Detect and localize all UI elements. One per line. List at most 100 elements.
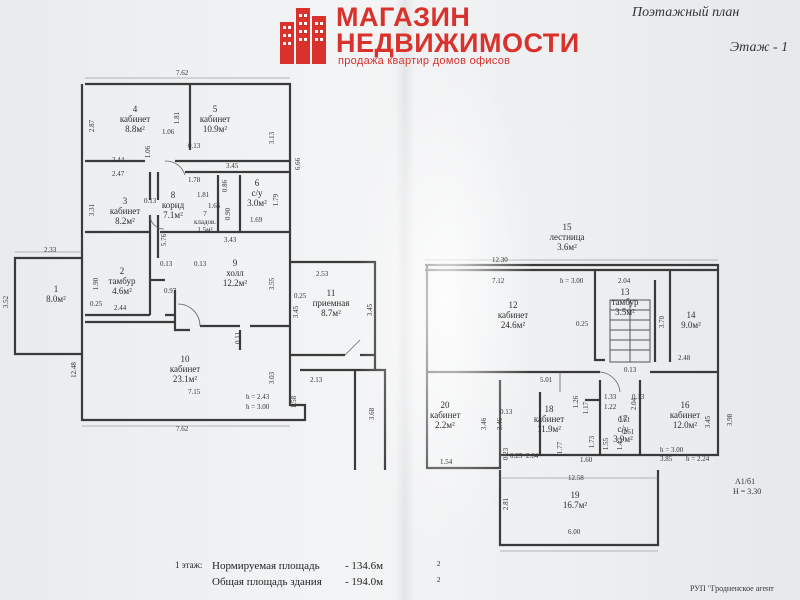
summary-norm-value: - 134.6м: [345, 560, 384, 572]
dim-label: 3.13: [268, 131, 277, 145]
dim-label: 1.54: [440, 458, 453, 466]
dim-label: 2.44: [114, 304, 127, 312]
dim-label: 2.48: [678, 354, 691, 362]
summary-total-label: Общая площадь здания: [212, 576, 322, 588]
footer-organization: РУП "Гродненское агент: [690, 584, 774, 593]
plan-title: Поэтажный план: [632, 5, 740, 20]
dim-label: 1.60: [580, 456, 593, 464]
dim-label: 0.97: [164, 287, 177, 295]
dim-label: 7.15: [188, 388, 201, 396]
photo-glare: [360, 60, 530, 540]
dim-label: 1.66: [208, 202, 221, 210]
dim-label: 0.11: [234, 332, 242, 344]
dim-label: 1.33: [604, 393, 617, 401]
dim-label: 0.86: [221, 179, 230, 193]
dim-label: 0.90: [224, 207, 233, 221]
dim-label: 1.17: [582, 401, 591, 415]
dim-label: 3.43: [224, 236, 237, 244]
dim-label: 12.48: [69, 362, 78, 378]
dim-label: 1.22: [604, 403, 617, 411]
dim-label: 2.33: [44, 246, 57, 254]
dim-label: 1.81: [197, 191, 210, 199]
dim-label: 12.58: [568, 474, 584, 482]
stamp-height: Н = 3.30: [733, 487, 762, 496]
dim-height: h = 3.00: [246, 403, 270, 411]
dim-label: 2.44: [112, 156, 125, 164]
dim-label: 2.47: [112, 170, 125, 178]
dim-label: 2.04: [618, 277, 631, 285]
watermark-line2: НЕДВИЖИМОСТИ: [336, 28, 580, 58]
dim-label: 3.98: [726, 413, 735, 427]
dim-label: 3.68: [368, 407, 377, 421]
summary-total-unit-sup: 2: [437, 576, 441, 584]
dim-label: 1.77: [556, 441, 565, 455]
dim-height: h = 2.43: [246, 393, 270, 401]
dim-label: 2.13: [310, 376, 323, 384]
dim-label: 7.12: [492, 277, 505, 285]
dim-label: 1.78: [188, 176, 201, 184]
dim-label: 0.61: [618, 416, 631, 424]
floor-label: Этаж - 1: [730, 40, 789, 55]
dim-label: 6.66: [294, 157, 303, 171]
left-building-walls: [13, 82, 387, 470]
dim-label: 0.13: [624, 366, 637, 374]
dim-label: 1.55: [602, 437, 611, 451]
dim-label: 2.53: [316, 270, 329, 278]
summary-norm-unit-sup: 2: [437, 560, 441, 568]
dim-label: 1.26: [572, 395, 581, 409]
stamp-code: А1/б1: [735, 477, 756, 486]
dim-label: 3.46: [496, 417, 505, 431]
dim-label: 0.25: [576, 320, 589, 328]
dim-label: 1.73: [588, 435, 597, 449]
dim-label: 5.76: [160, 233, 169, 247]
staircase: [609, 299, 651, 363]
dim-label: 3.45: [704, 415, 713, 429]
dim-height: h = 2.24: [686, 455, 710, 463]
dim-label: 3.55: [268, 277, 277, 291]
dim-label: 1.42: [616, 437, 625, 451]
watermark-tagline: продажа квартир домов офисов: [338, 55, 511, 67]
dim-label: 0.13: [632, 393, 645, 401]
dim-height: h = 3.00: [560, 277, 584, 285]
dim-label: 2.64: [526, 452, 539, 460]
dim-label: 3.31: [88, 203, 97, 217]
dim-label: 0.25: [294, 292, 307, 300]
dim-label: 5.01: [540, 376, 553, 384]
dim-label: 1.81: [173, 111, 182, 125]
dim-label: 0.13: [188, 142, 201, 150]
dim-label: 3.70: [658, 315, 667, 329]
watermark-line1: МАГАЗИН: [336, 2, 471, 32]
dim-label: 0.23: [502, 447, 511, 461]
dim-label: 1.06: [162, 128, 175, 136]
dim-label: 12.30: [492, 256, 508, 264]
dim-label: 2.04: [630, 397, 639, 411]
dim-label: 0.25: [510, 452, 523, 460]
dim-bottom-width: 7.62: [176, 425, 189, 433]
dim-label: 3.52: [2, 295, 11, 309]
dim-label: 2.87: [88, 119, 97, 133]
door-swings: [149, 160, 621, 393]
building-logo-icon: [280, 8, 326, 64]
dim-height: h = 3.00: [660, 446, 684, 454]
dim-label: 3.45: [292, 305, 301, 319]
summary-norm-label: Нормируемая площадь: [212, 560, 320, 572]
